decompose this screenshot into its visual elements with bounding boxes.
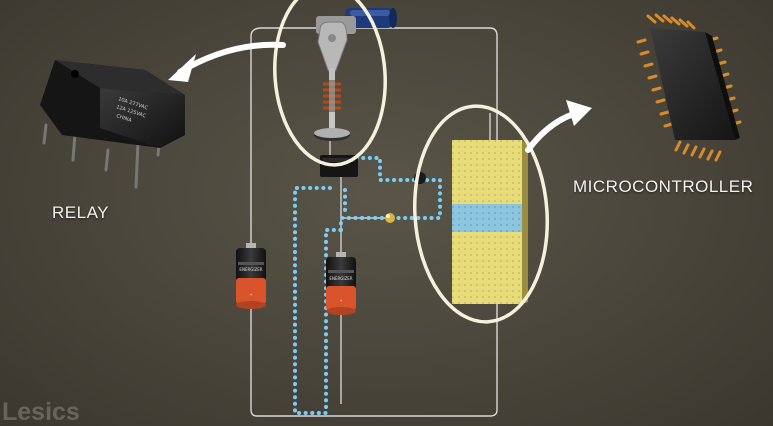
watermark-logo: Lesics — [2, 398, 80, 426]
breadboard-module — [452, 140, 528, 304]
outer-wire-loop — [250, 27, 498, 417]
battery-right-brand: ENERGIZER — [329, 276, 352, 281]
battery-right: ENERGIZER + — [326, 252, 356, 315]
arrow-to-microcontroller-head — [566, 100, 592, 126]
battery-left: ENERGIZER + — [236, 243, 266, 309]
arrow-to-relay — [177, 41, 286, 75]
relay-label: RELAY — [52, 203, 109, 222]
battery-right-polarity: + — [339, 298, 342, 303]
battery-left-brand: ENERGIZER — [239, 267, 262, 272]
signal-pin — [385, 213, 395, 223]
relay-marking-line3: CHINA — [115, 113, 133, 124]
arrow-to-relay-head — [168, 54, 196, 82]
microcontroller-chip — [636, 13, 742, 162]
current-flow-dots — [293, 156, 442, 415]
microcontroller-label: MICROCONTROLLER — [573, 177, 754, 196]
battery-left-polarity: + — [249, 292, 252, 297]
relay-component: 10A 277VAC 12A 125VAC CHINA — [40, 60, 185, 189]
highlight-ellipse-solenoid — [273, 0, 387, 167]
highlight-ellipse-board — [412, 104, 550, 324]
